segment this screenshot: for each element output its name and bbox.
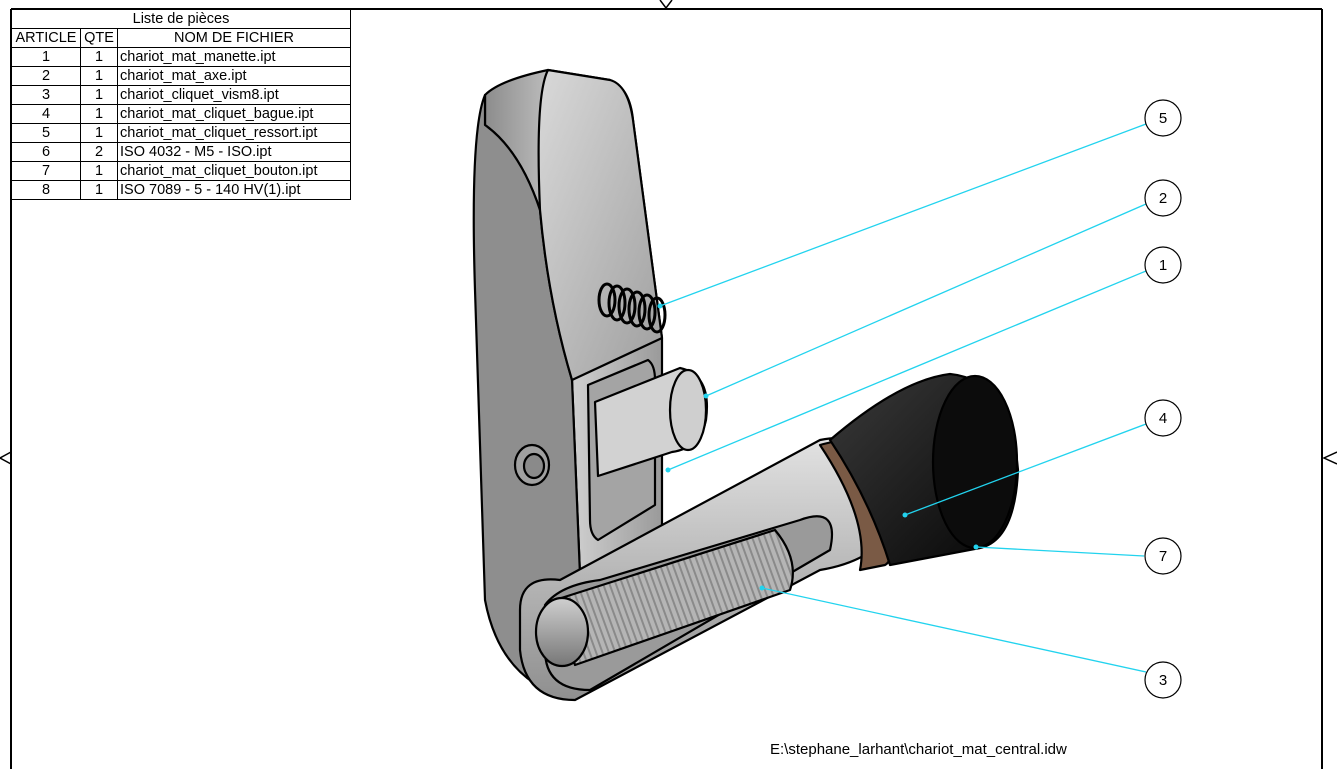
svg-text:1: 1 [1159, 257, 1167, 274]
cell-file: chariot_mat_cliquet_ressort.ipt [117, 123, 351, 143]
header-article: ARTICLE [11, 28, 81, 48]
cell-file: chariot_mat_manette.ipt [117, 47, 351, 67]
cell-file: chariot_mat_axe.ipt [117, 66, 351, 86]
spring [597, 282, 667, 334]
cell-qte: 1 [80, 161, 118, 181]
cell-qte: 2 [80, 142, 118, 162]
parts-list-title: Liste de pièces [11, 9, 351, 29]
balloon-7: 7 [1144, 537, 1182, 575]
balloon-2: 2 [1144, 179, 1182, 217]
table-row: 1 1 chariot_mat_manette.ipt [11, 47, 351, 67]
cell-article: 8 [11, 180, 81, 200]
cell-qte: 1 [80, 123, 118, 143]
leader-1 [667, 270, 1147, 471]
header-qte: QTE [80, 28, 118, 48]
svg-text:3: 3 [1159, 672, 1167, 689]
file-path-label: E:\stephane_larhant\chariot_mat_central.… [770, 741, 1067, 758]
leader-5 [659, 123, 1147, 307]
cell-article: 7 [11, 161, 81, 181]
balloon-3: 3 [1144, 661, 1182, 699]
cell-qte: 1 [80, 47, 118, 67]
cell-qte: 1 [80, 85, 118, 105]
leader-3 [761, 587, 1147, 673]
cell-qte: 1 [80, 66, 118, 86]
screw-end [534, 596, 590, 668]
right-center-mark [1322, 451, 1337, 465]
cell-article: 3 [11, 85, 81, 105]
cell-file: chariot_cliquet_vism8.ipt [117, 85, 351, 105]
cell-article: 2 [11, 66, 81, 86]
parts-list-table: Liste de pièces ARTICLE QTE NOM DE FICHI… [11, 9, 351, 200]
leader-2 [705, 203, 1147, 397]
cell-qte: 1 [80, 104, 118, 124]
table-row: 7 1 chariot_mat_cliquet_bouton.ipt [11, 161, 351, 181]
table-row: 3 1 chariot_cliquet_vism8.ipt [11, 85, 351, 105]
leader-lines [659, 123, 1147, 673]
cell-article: 1 [11, 47, 81, 67]
table-row: 4 1 chariot_mat_cliquet_bague.ipt [11, 104, 351, 124]
balloons: 5 2 1 4 7 3 [1144, 99, 1182, 699]
svg-text:5: 5 [1159, 110, 1167, 127]
svg-text:2: 2 [1159, 190, 1167, 207]
balloon-1: 1 [1144, 246, 1182, 284]
leader-4 [904, 423, 1147, 516]
table-row: 5 1 chariot_mat_cliquet_ressort.ipt [11, 123, 351, 143]
cell-file: chariot_mat_cliquet_bague.ipt [117, 104, 351, 124]
handle-front-face [537, 68, 664, 382]
cell-article: 6 [11, 142, 81, 162]
cell-file: ISO 7089 - 5 - 140 HV(1).ipt [117, 180, 351, 200]
cell-article: 4 [11, 104, 81, 124]
cell-file: ISO 4032 - M5 - ISO.ipt [117, 142, 351, 162]
threaded-screw [553, 528, 794, 667]
balloon-4: 4 [1144, 399, 1182, 437]
assembly-view [472, 68, 1020, 702]
table-row: 6 2 ISO 4032 - M5 - ISO.ipt [11, 142, 351, 162]
cell-file: chariot_mat_cliquet_bouton.ipt [117, 161, 351, 181]
cell-qte: 1 [80, 180, 118, 200]
balloon-5: 5 [1144, 99, 1182, 137]
table-row: 8 1 ISO 7089 - 5 - 140 HV(1).ipt [11, 180, 351, 200]
left-center-mark [0, 451, 12, 465]
leader-7 [975, 546, 1145, 557]
header-file: NOM DE FICHIER [117, 28, 351, 48]
cell-article: 5 [11, 123, 81, 143]
svg-text:7: 7 [1159, 548, 1167, 565]
table-row: 2 1 chariot_mat_axe.ipt [11, 66, 351, 86]
top-center-mark [659, 0, 673, 10]
svg-text:4: 4 [1159, 410, 1167, 427]
